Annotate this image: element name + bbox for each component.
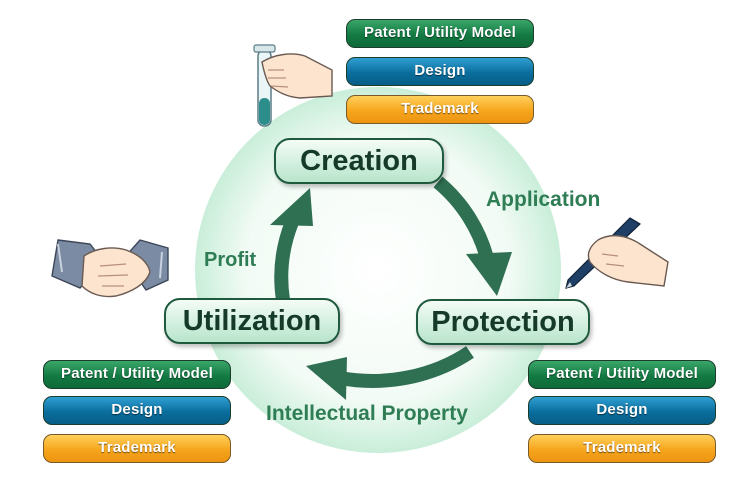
handshake-icon (51, 239, 169, 298)
utilization-label: Utilization (182, 305, 322, 337)
top-patent-text: Patent / Utility Model (364, 24, 516, 41)
right-patent-pill: Patent / Utility Model (528, 360, 716, 389)
top-trademark-text: Trademark (401, 100, 479, 117)
right-design-pill: Design (528, 396, 716, 425)
left-patent-text: Patent / Utility Model (61, 365, 213, 382)
protection-label: Protection (431, 306, 575, 338)
right-trademark-text: Trademark (583, 439, 661, 456)
arrow-creation-to-protection (433, 176, 512, 296)
utilization-stage: Utilization (164, 298, 340, 344)
application-label: Application (486, 188, 601, 211)
profit-label: Profit (204, 249, 257, 271)
top-trademark-pill: Trademark (346, 95, 534, 124)
right-trademark-pill: Trademark (528, 434, 716, 463)
test-tube-hand-icon (253, 44, 333, 127)
protection-stage: Protection (416, 299, 590, 345)
right-design-text: Design (596, 401, 648, 418)
creation-stage: Creation (274, 138, 444, 184)
top-patent-pill: Patent / Utility Model (346, 19, 534, 48)
arrow-protection-to-utilization (306, 346, 474, 400)
left-design-text: Design (111, 401, 163, 418)
pen-writing-hand-icon (565, 217, 669, 289)
creation-label: Creation (300, 145, 418, 177)
left-design-pill: Design (43, 396, 231, 425)
top-design-text: Design (414, 62, 466, 79)
arrow-utilization-to-creation (270, 188, 313, 302)
right-patent-text: Patent / Utility Model (546, 365, 698, 382)
top-design-pill: Design (346, 57, 534, 86)
left-trademark-pill: Trademark (43, 434, 231, 463)
left-trademark-text: Trademark (98, 439, 176, 456)
intellectual-property-label: Intellectual Property (266, 402, 468, 425)
left-patent-pill: Patent / Utility Model (43, 360, 231, 389)
